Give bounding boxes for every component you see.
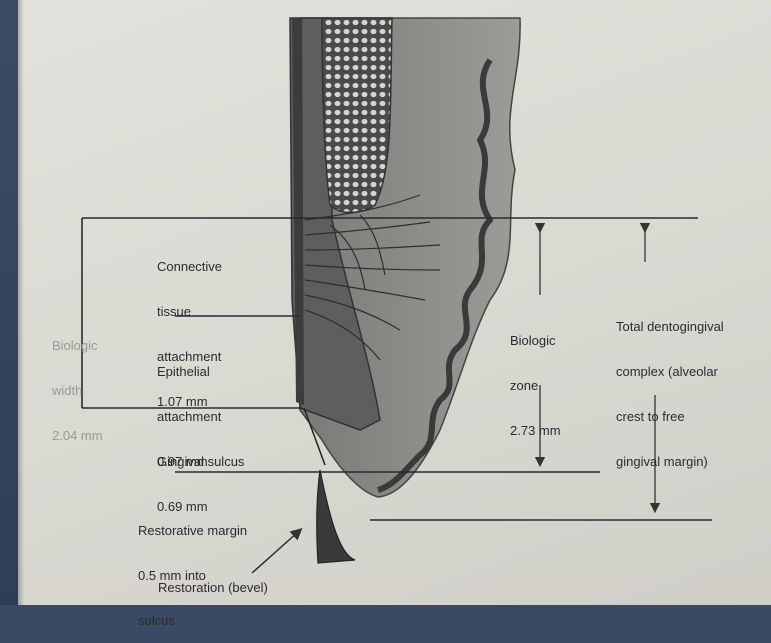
restoration-bevel (317, 470, 355, 563)
biologic-width-line-1: Biologic (52, 338, 103, 353)
total-line-2: complex (alveolar (616, 364, 724, 379)
biologic-zone-label: Biologic zone 2.73 mm (510, 303, 561, 453)
biologic-width-label: Biologic width 2.04 mm (52, 308, 103, 458)
epithelial-line-1: Epithelial (157, 364, 221, 379)
total-line-1: Total dentogingival (616, 319, 724, 334)
connective-line-2: tissue (157, 304, 222, 319)
sulcus-line-1: Gingival sulcus (157, 454, 244, 469)
margin-line-3: sulcus (138, 613, 247, 628)
total-line-4: gingival margin) (616, 454, 724, 469)
biologic-width-line-2: width (52, 383, 103, 398)
restoration-pointer (252, 532, 298, 573)
total-line-3: crest to free (616, 409, 724, 424)
total-complex-label: Total dentogingival complex (alveolar cr… (616, 289, 724, 484)
restorative-margin-label: Restorative margin 0.5 mm into sulcus (138, 493, 247, 643)
biologic-width-line-3: 2.04 mm (52, 428, 103, 443)
margin-line-1: Restorative margin (138, 523, 247, 538)
biologic-zone-line-1: Biologic (510, 333, 561, 348)
epithelial-line-2: attachment (157, 409, 221, 424)
biologic-zone-line-2: zone (510, 378, 561, 393)
restoration-label: Restoration (bevel) (158, 580, 268, 595)
connective-line-1: Connective (157, 259, 222, 274)
alveolar-bone (322, 18, 392, 213)
biologic-zone-line-3: 2.73 mm (510, 423, 561, 438)
